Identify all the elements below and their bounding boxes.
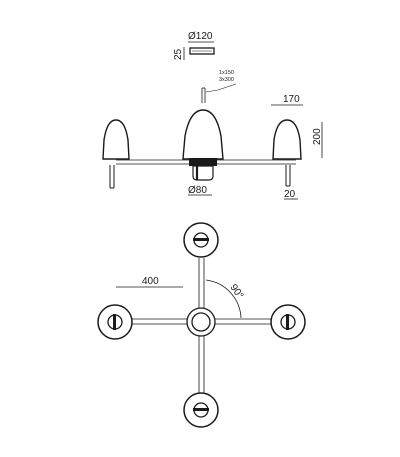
left-shade-plan	[97, 304, 133, 340]
top-view: 400 90°	[97, 222, 306, 428]
body-diameter-label: Ø80	[188, 185, 207, 196]
bulb-spec-leader	[205, 83, 237, 93]
right-shade-plan	[270, 304, 306, 340]
stem-height-label: 20	[284, 189, 296, 200]
angle-label: 90°	[228, 282, 246, 301]
right-shade	[272, 119, 302, 160]
center-hub-inner	[191, 312, 211, 332]
bottom-shade-plan	[183, 392, 219, 428]
top-shade-plan	[183, 222, 219, 258]
front-view: Ø120 25 1x150 3x300 Ø80	[102, 31, 323, 200]
shade-height-label: 200	[312, 128, 323, 145]
center-body-band	[189, 158, 217, 166]
left-shade	[102, 119, 130, 160]
canopy-diameter-label: Ø120	[188, 31, 213, 42]
canopy-height-label: 25	[173, 48, 184, 60]
shade-width-label: 170	[283, 94, 300, 105]
arm-length-label: 400	[142, 276, 159, 287]
bulb-spec-2: 3x300	[219, 77, 234, 83]
center-shade	[182, 109, 224, 160]
bulb-spec-1: 1x150	[219, 70, 234, 76]
angle-arc	[205, 279, 242, 319]
